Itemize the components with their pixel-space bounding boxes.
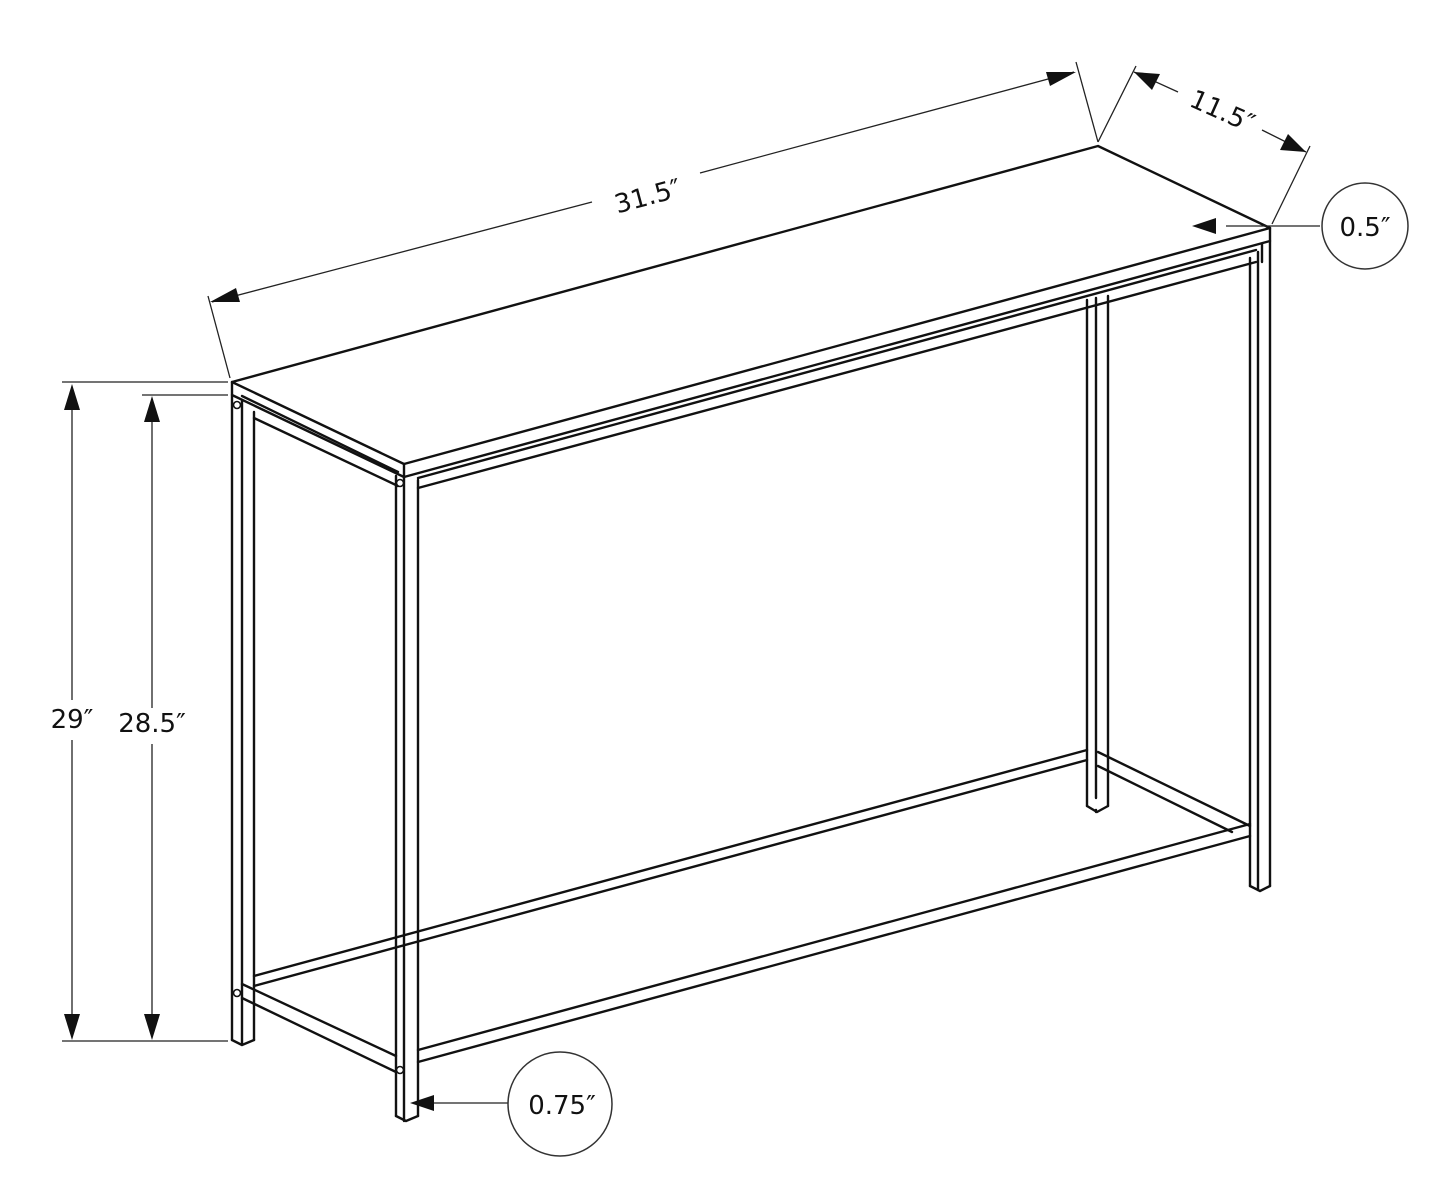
length-label: 31.5″ — [611, 174, 684, 221]
right-far-leg — [1248, 239, 1272, 893]
bolt-icon — [395, 478, 405, 488]
arrow-right-icon — [1280, 134, 1306, 152]
table-top — [230, 144, 1272, 479]
front-left-leg — [230, 393, 256, 1047]
dimension-overall-height: 29″ — [51, 381, 228, 1042]
bolts — [232, 400, 405, 1075]
bolt-icon — [232, 400, 242, 410]
table-frame — [230, 144, 1272, 1123]
callout-leg-width: 0.75″ — [410, 1051, 613, 1157]
left-apron — [240, 394, 400, 488]
arrow-left-icon — [210, 288, 240, 302]
arrow-up-icon — [144, 396, 160, 422]
overall-height-label: 29″ — [51, 705, 94, 735]
callout-top-thickness: 0.5″ — [1192, 182, 1409, 270]
arrow-down-icon — [64, 1014, 80, 1040]
leg-width-label: 0.75″ — [528, 1091, 596, 1121]
arrow-down-icon — [144, 1014, 160, 1040]
frame-height-label: 28.5″ — [118, 709, 186, 739]
front-apron — [416, 248, 1258, 490]
bolt-icon — [232, 988, 242, 998]
arrow-left-icon — [410, 1095, 434, 1111]
arrow-left-icon — [1134, 72, 1160, 90]
bolt-icon — [395, 1065, 405, 1075]
arrow-up-icon — [64, 384, 80, 410]
dimension-length: 31.5″ — [207, 61, 1099, 379]
depth-label: 11.5″ — [1185, 85, 1259, 140]
arrow-left-icon — [1192, 218, 1216, 234]
back-right-leg — [1085, 294, 1110, 814]
lower-shelf-frame — [240, 748, 1252, 1074]
top-thickness-label: 0.5″ — [1339, 213, 1390, 243]
dimension-frame-height: 28.5″ — [118, 394, 228, 1040]
arrow-right-icon — [1046, 72, 1076, 86]
dimension-depth: 11.5″ — [1097, 65, 1311, 225]
front-near-leg — [394, 474, 420, 1123]
